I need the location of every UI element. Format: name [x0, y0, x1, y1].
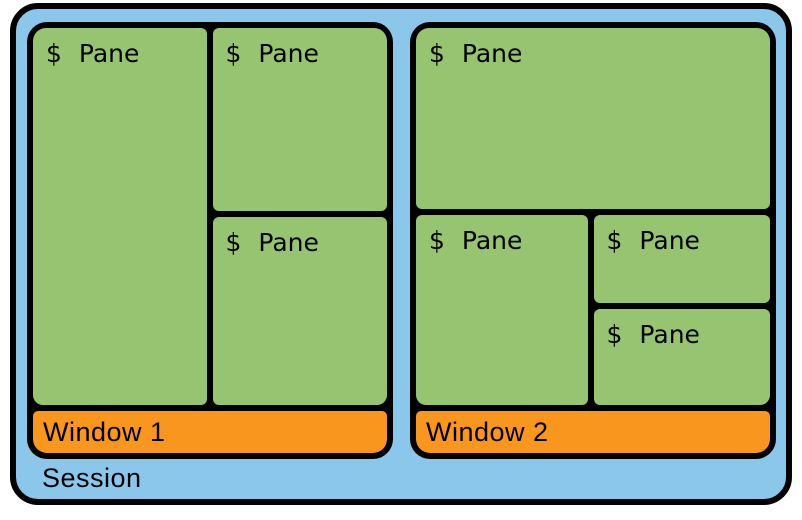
pane-label: $ Pane — [213, 28, 388, 69]
pane-label: $ Pane — [594, 215, 770, 256]
window-label: Window 2 — [426, 416, 549, 447]
pane-label: $ Pane — [416, 215, 588, 256]
shell-prompt: $ — [606, 225, 623, 255]
pane-title: Pane — [78, 39, 140, 68]
pane-title: Pane — [258, 39, 319, 68]
window-2-box: $ Pane $ Pane $ Pane — [410, 22, 776, 459]
pane: $ Pane — [593, 308, 770, 405]
window-2-bottom-row: $ Pane $ Pane $ Pane — [416, 214, 770, 405]
session-box: $ Pane $ Pane $ Pane — [10, 3, 792, 505]
window-1-right-column: $ Pane $ Pane — [212, 28, 388, 405]
pane: $ Pane — [593, 214, 770, 303]
pane-title: Pane — [461, 39, 523, 68]
pane: $ Pane — [416, 28, 770, 209]
shell-prompt: $ — [46, 39, 62, 68]
shell-prompt: $ — [225, 227, 242, 257]
pane-label: $ Pane — [594, 309, 770, 350]
window-1-box: $ Pane $ Pane $ Pane — [27, 22, 393, 459]
shell-prompt: $ — [606, 319, 623, 349]
pane: $ Pane — [416, 214, 588, 405]
pane-title: Pane — [639, 319, 700, 349]
pane-title: Pane — [639, 225, 700, 255]
window-2-bottom-right-column: $ Pane $ Pane — [593, 214, 770, 405]
pane: $ Pane — [33, 28, 207, 405]
pane: $ Pane — [212, 28, 388, 211]
pane: $ Pane — [212, 216, 388, 405]
window-2-pane-area: $ Pane $ Pane $ Pane — [416, 28, 770, 405]
pane-label: $ Pane — [33, 28, 207, 69]
shell-prompt: $ — [429, 39, 445, 68]
window-1-title-bar: Window 1 — [33, 411, 387, 453]
window-1-pane-area: $ Pane $ Pane $ Pane — [33, 28, 387, 405]
pane-label: $ Pane — [213, 217, 388, 258]
window-label: Window 1 — [43, 416, 166, 447]
pane-title: Pane — [258, 227, 319, 257]
session-label: Session — [42, 463, 142, 493]
shell-prompt: $ — [225, 39, 242, 68]
pane-title: Pane — [461, 225, 523, 255]
pane-label: $ Pane — [416, 28, 770, 69]
window-2-title-bar: Window 2 — [416, 411, 770, 453]
shell-prompt: $ — [429, 225, 445, 255]
